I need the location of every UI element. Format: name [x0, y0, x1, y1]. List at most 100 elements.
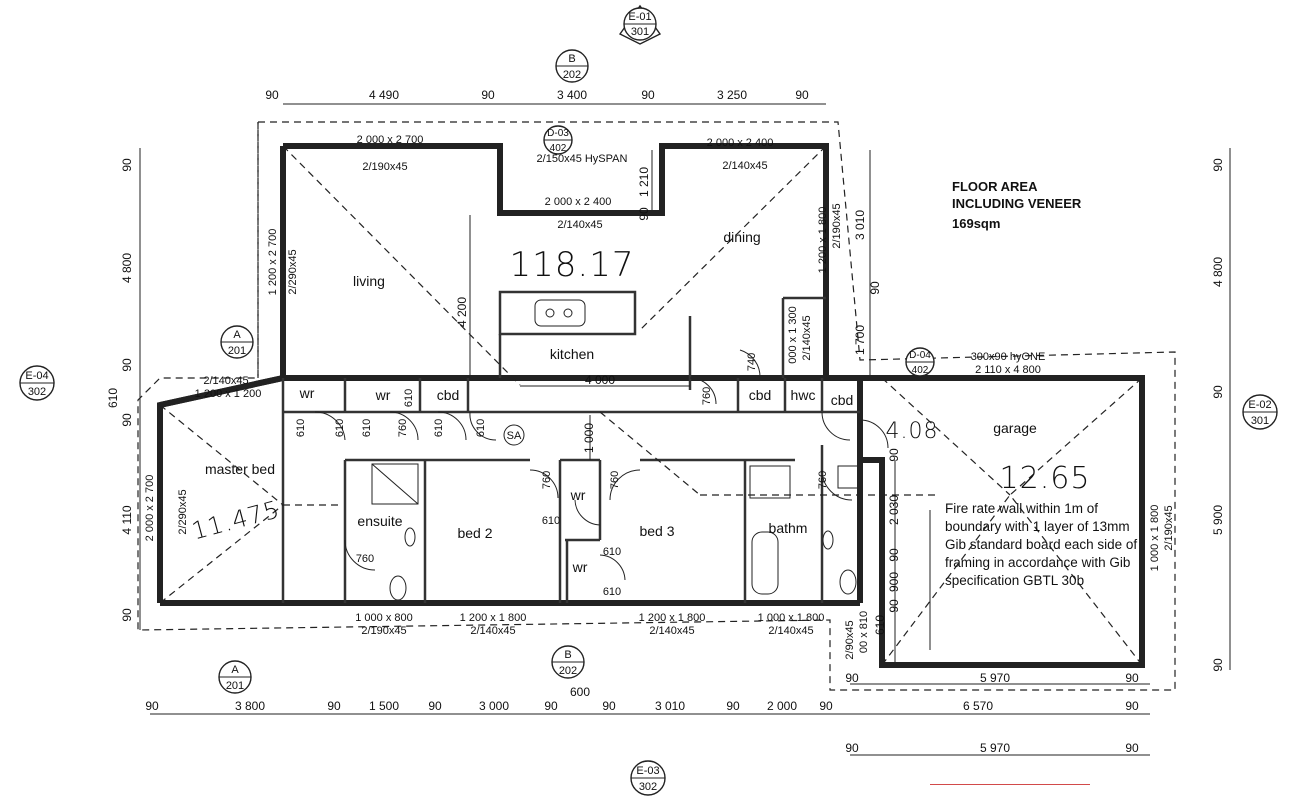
room-bed2: bed 2: [457, 525, 492, 541]
dim-bottom-90b: 90: [327, 699, 341, 713]
dim-under-90b: 90: [1125, 741, 1139, 755]
basin2-icon: [822, 530, 834, 550]
inner-dimensions: 3 010 90 1 700 1 210 90 4 200 4 000 1 00…: [455, 167, 901, 635]
lintel-12: 2 000 x 2 700: [144, 475, 156, 542]
left-dimensions: 90 4 800 90 610 90 4 110 90: [106, 158, 134, 622]
dim-garage-90b: 90: [1125, 671, 1139, 685]
dim-bottom-3010: 3 010: [655, 699, 685, 713]
right-dimensions: 90 4 800 90 5 900 90: [1211, 158, 1225, 672]
tag-e03-top: E-03: [636, 765, 659, 777]
door-610e: 610: [475, 419, 487, 437]
room-cbd1: cbd: [437, 387, 460, 403]
dim-top-90a: 90: [265, 88, 279, 102]
dim-bottom-600: 600: [570, 685, 590, 699]
room-wr4: wr: [572, 559, 588, 575]
tag-b-bottom: B 202: [551, 645, 585, 679]
room-bed3: bed 3: [639, 523, 674, 539]
dim-inner-4200: 4 200: [455, 297, 469, 327]
lintel-7: 2/140x45: [557, 219, 602, 231]
dim-bottom-90h: 90: [1125, 699, 1139, 713]
door-sizes: 610 610 610 610 610 610 760 760 760 760 …: [295, 353, 829, 598]
roof-outline: [137, 121, 1176, 691]
dim-left-90b: 90: [120, 358, 134, 372]
dim-top-3400: 3 400: [557, 88, 587, 102]
tag-a-bottom-letter: A: [231, 664, 239, 676]
fixtures: [371, 299, 861, 601]
dim-inner-1000: 1 000: [582, 423, 596, 453]
tag-e01: E-01 301: [618, 4, 662, 45]
tag-b-top-letter: B: [568, 53, 575, 65]
door-610b: 610: [334, 419, 346, 437]
room-garage: garage: [993, 420, 1037, 436]
dim-garage-5970: 5 970: [980, 671, 1010, 685]
lintel-30: 2/90x45: [844, 620, 856, 659]
door-610d: 610: [433, 419, 445, 437]
floor-area-heading: FLOOR AREA INCLUDING VENEER: [952, 178, 1081, 212]
lintel-18: 300x90 hyONE: [971, 351, 1046, 363]
dim-right-4800: 4 800: [1211, 257, 1225, 287]
lintel-17: 2/140x45: [801, 315, 813, 360]
dim-inner-3010: 3 010: [853, 210, 867, 240]
smoke-alarm-icon: [503, 424, 525, 446]
dim-bottom-6570: 6 570: [963, 699, 993, 713]
tag-a-bottom-sheet: 201: [226, 680, 244, 692]
door-760b: 760: [701, 387, 713, 405]
lintel-6: 2 000 x 2 400: [545, 196, 612, 208]
dim-inner-90b: 90: [637, 207, 651, 221]
smoke-alarm-label: SA: [507, 430, 522, 442]
handwritten-garage-note: 4.08: [886, 419, 939, 444]
dim-top-90b: 90: [481, 88, 495, 102]
dim-right-90c: 90: [1211, 658, 1225, 672]
room-labels: living dining kitchen master bed ensuite…: [205, 229, 1037, 575]
lintel-28: 1 000 x 1 800: [1149, 505, 1161, 572]
tag-a-left-sheet: 201: [228, 345, 246, 357]
door-760a: 760: [397, 419, 409, 437]
laundry-icon: [837, 465, 861, 489]
dim-inner-610: 610: [873, 615, 887, 635]
tag-d04-top: D-04: [909, 350, 931, 361]
toilet2-icon: [839, 569, 857, 595]
door-610c: 610: [361, 419, 373, 437]
dim-top-4490: 4 490: [369, 88, 399, 102]
dim-top-3250: 3 250: [717, 88, 747, 102]
top-dimensions: 90 4 490 90 3 400 90 3 250 90: [265, 88, 809, 102]
interior-walls: [281, 290, 860, 603]
dim-bottom-90a: 90: [145, 699, 159, 713]
lintel-2: 2/190x45: [362, 161, 407, 173]
tag-e04: E-04 302: [19, 365, 55, 401]
lintel-23: 2/140x45: [470, 625, 515, 637]
tag-e03-bottom: 302: [639, 781, 657, 793]
bottom-dimensions: 90 3 800 90 1 500 90 3 000 90 600 90 3 0…: [145, 671, 1139, 755]
lintel-3: 2/150x45 HySPAN: [537, 153, 628, 165]
door-760f: 760: [817, 471, 829, 489]
door-610h: 610: [603, 546, 621, 558]
bath-icon: [751, 531, 779, 595]
lintel-8: 1 200 x 2 700: [267, 229, 279, 296]
tag-e03: E-03 302: [630, 760, 666, 796]
tag-b-bottom-letter: B: [564, 649, 571, 661]
lintel-19: 2 110 x 4 800: [975, 364, 1041, 376]
dim-right-5900: 5 900: [1211, 505, 1225, 535]
dim-left-610: 610: [106, 388, 120, 408]
tag-e01-bottom: 301: [631, 26, 649, 38]
tag-e04-bottom: 302: [28, 386, 46, 398]
dim-under-90a: 90: [845, 741, 859, 755]
red-stamp-edge: [930, 784, 1090, 800]
lintel-25: 2/140x45: [649, 625, 694, 637]
tag-b-top-sheet: 202: [563, 69, 581, 81]
tag-e02-top: E-02: [1248, 399, 1271, 411]
floor-area-value: 169sqm: [952, 216, 1001, 231]
tag-b-top: B 202: [555, 49, 589, 83]
lintel-16: 000 x 1 300: [787, 306, 799, 364]
door-760d: 760: [541, 471, 553, 489]
toilet-icon: [389, 575, 407, 601]
lintel-22: 1 200 x 1 800: [460, 612, 527, 624]
exterior-walls: [157, 143, 1145, 668]
dim-top-90c: 90: [641, 88, 655, 102]
lintel-10: 2/140x45: [203, 375, 248, 387]
room-wr2: wr: [375, 387, 391, 403]
lintel-21: 2/190x45: [361, 625, 406, 637]
room-wr3: wr: [570, 487, 586, 503]
handwritten-master-area: 11.475: [189, 495, 283, 545]
